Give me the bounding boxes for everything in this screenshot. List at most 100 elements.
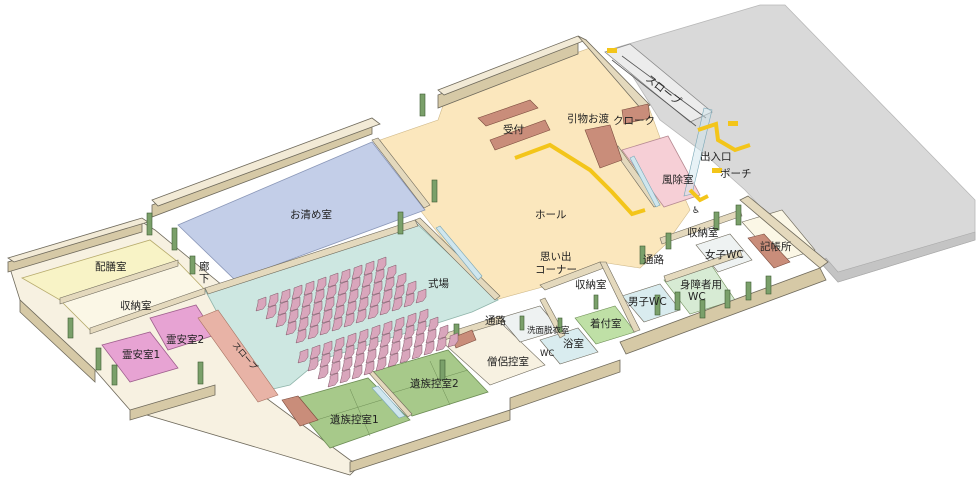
chair xyxy=(359,284,371,300)
label-storage-a: 収納室 xyxy=(575,278,607,291)
label-mens-wc: 男子WC xyxy=(628,296,667,308)
chair xyxy=(363,360,375,376)
chair xyxy=(309,312,321,328)
chair xyxy=(337,280,349,296)
label-corridor-short-2: 下 xyxy=(199,273,210,285)
label-wc-small: WC xyxy=(540,349,554,359)
label-purification: お清め室 xyxy=(290,208,332,221)
chair xyxy=(415,320,427,336)
chair xyxy=(307,356,319,372)
chair xyxy=(357,328,369,344)
chair xyxy=(325,284,337,300)
chair xyxy=(403,292,415,308)
doors xyxy=(67,93,772,386)
tactile-marks xyxy=(607,48,738,173)
chair xyxy=(327,372,339,388)
inner-slope-floor xyxy=(197,309,279,403)
label-accessible-wc-1: 身障者用 xyxy=(680,278,722,291)
chair xyxy=(297,348,309,364)
dressing-floor xyxy=(574,305,636,345)
wall-south-family xyxy=(349,409,511,473)
chair xyxy=(275,312,287,328)
family-room-bench xyxy=(281,395,319,427)
wall-south-east xyxy=(619,267,827,355)
interior-walls xyxy=(59,137,743,418)
furniture xyxy=(281,99,791,427)
chair xyxy=(379,300,391,316)
cloak-counter xyxy=(621,103,651,125)
chair xyxy=(331,316,343,332)
chair xyxy=(299,304,311,320)
chair xyxy=(343,344,355,360)
chair xyxy=(349,276,361,292)
tactile-guide-path xyxy=(514,142,646,217)
label-family2: 遺族控室2 xyxy=(410,377,459,390)
chair xyxy=(403,324,415,340)
label-storage-c: 収納室 xyxy=(687,226,719,239)
chair xyxy=(355,308,367,324)
gift-counter xyxy=(584,124,623,169)
chair xyxy=(351,264,363,280)
chair xyxy=(301,292,313,308)
chair xyxy=(405,280,417,296)
label-bath: 浴室 xyxy=(563,337,584,350)
chair xyxy=(313,288,325,304)
tactile-guide-porch xyxy=(688,188,709,203)
label-dressing: 着付室 xyxy=(590,317,622,330)
chair xyxy=(393,316,405,332)
chair xyxy=(267,292,279,308)
wall-east-wing xyxy=(739,195,829,269)
chair xyxy=(377,344,389,360)
chair xyxy=(307,324,319,340)
chair xyxy=(341,356,353,372)
label-corridor-short-1: 廊 xyxy=(199,260,210,273)
chair xyxy=(353,352,365,368)
register-desk xyxy=(747,233,791,269)
chair xyxy=(383,276,395,292)
chair xyxy=(321,340,333,356)
chair xyxy=(289,296,301,312)
chair xyxy=(339,368,351,384)
chair xyxy=(437,324,449,340)
chair xyxy=(319,320,331,336)
chair xyxy=(379,332,391,348)
chair xyxy=(357,296,369,312)
chair xyxy=(413,332,425,348)
chair xyxy=(277,300,289,316)
label-memories-2: コーナー xyxy=(535,264,577,276)
chair xyxy=(321,308,333,324)
chair xyxy=(285,320,297,336)
chair xyxy=(351,364,363,380)
slope-railing xyxy=(611,55,707,127)
label-gift-counter: 引物お渡 xyxy=(567,112,609,125)
chair xyxy=(389,340,401,356)
label-entrance: 出入口 xyxy=(700,150,732,163)
chair xyxy=(265,304,277,320)
label-wash-room: 洗面脱衣室 xyxy=(527,325,570,336)
chair xyxy=(255,296,267,312)
chair xyxy=(369,292,381,308)
chair xyxy=(333,304,345,320)
chair xyxy=(447,332,459,348)
chair xyxy=(287,308,299,324)
label-cloak: クローク xyxy=(613,115,655,127)
label-ritual-prep: 配膳室 xyxy=(95,260,127,273)
spirit-room-1-floor xyxy=(101,331,179,383)
chair xyxy=(363,260,375,276)
label-family1: 遺族控室1 xyxy=(330,413,379,426)
chair xyxy=(385,264,397,280)
label-corridor-b: 通路 xyxy=(643,253,664,266)
chair xyxy=(373,268,385,284)
label-spirit1: 霊安室1 xyxy=(122,348,160,361)
wall-north-mid-top xyxy=(151,117,381,207)
chair xyxy=(427,316,439,332)
reception-counter-2 xyxy=(489,119,551,151)
chair xyxy=(355,340,367,356)
chair xyxy=(329,360,341,376)
bath-floor xyxy=(539,327,599,365)
chair xyxy=(311,300,323,316)
chair xyxy=(367,304,379,320)
chair xyxy=(381,320,393,336)
chair xyxy=(425,328,437,344)
